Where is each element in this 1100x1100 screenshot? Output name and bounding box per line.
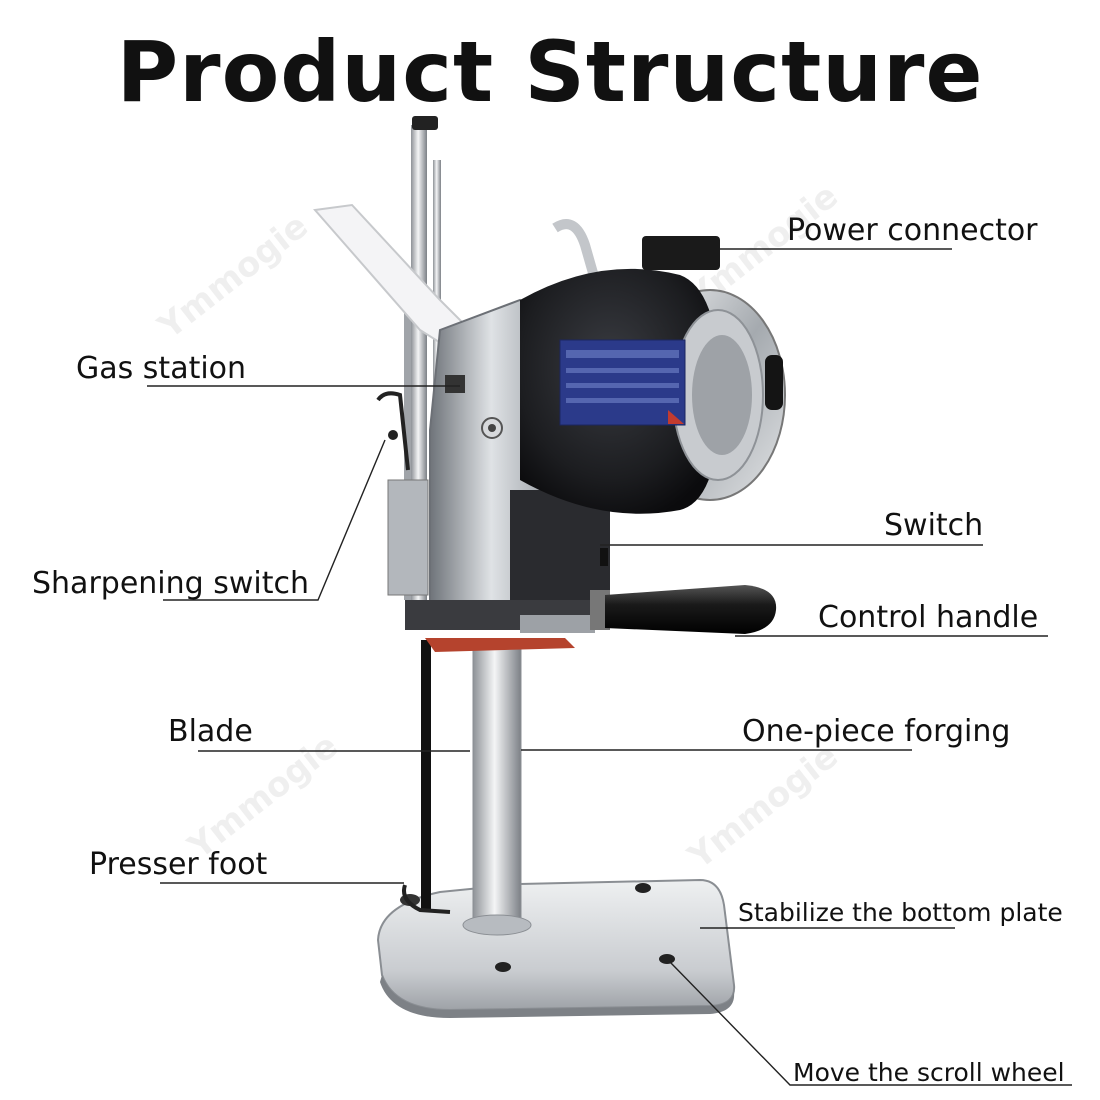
label-switch: Switch bbox=[884, 508, 984, 543]
bottom-plate bbox=[376, 878, 736, 1018]
label-one-piece-forging: One-piece forging bbox=[742, 714, 1011, 749]
control-handle bbox=[590, 585, 777, 634]
watermark-text: Ymmogie bbox=[150, 206, 316, 348]
blade-table bbox=[405, 600, 605, 652]
label-gas-station: Gas station bbox=[76, 351, 247, 386]
label-control-handle: Control handle bbox=[818, 600, 1039, 635]
label-stabilize-bottom-plate: Stabilize the bottom plate bbox=[738, 898, 1063, 927]
label-power-connector: Power connector bbox=[787, 213, 1038, 248]
label-presser-foot: Presser foot bbox=[89, 847, 268, 882]
switch-block bbox=[600, 548, 608, 566]
presser-foot bbox=[402, 640, 451, 914]
motor bbox=[520, 219, 786, 514]
leader-lines bbox=[147, 248, 1072, 1086]
leader-scroll-wheel bbox=[669, 961, 1072, 1086]
watermark-text: Ymmogie bbox=[680, 736, 846, 878]
label-sharpening-switch: Sharpening switch bbox=[32, 566, 309, 601]
page-title: Product Structure bbox=[116, 23, 984, 121]
forging-column bbox=[462, 639, 532, 936]
label-blade: Blade bbox=[168, 714, 253, 749]
leader-sharpening-switch bbox=[163, 439, 386, 601]
label-move-scroll-wheel: Move the scroll wheel bbox=[793, 1058, 1065, 1087]
